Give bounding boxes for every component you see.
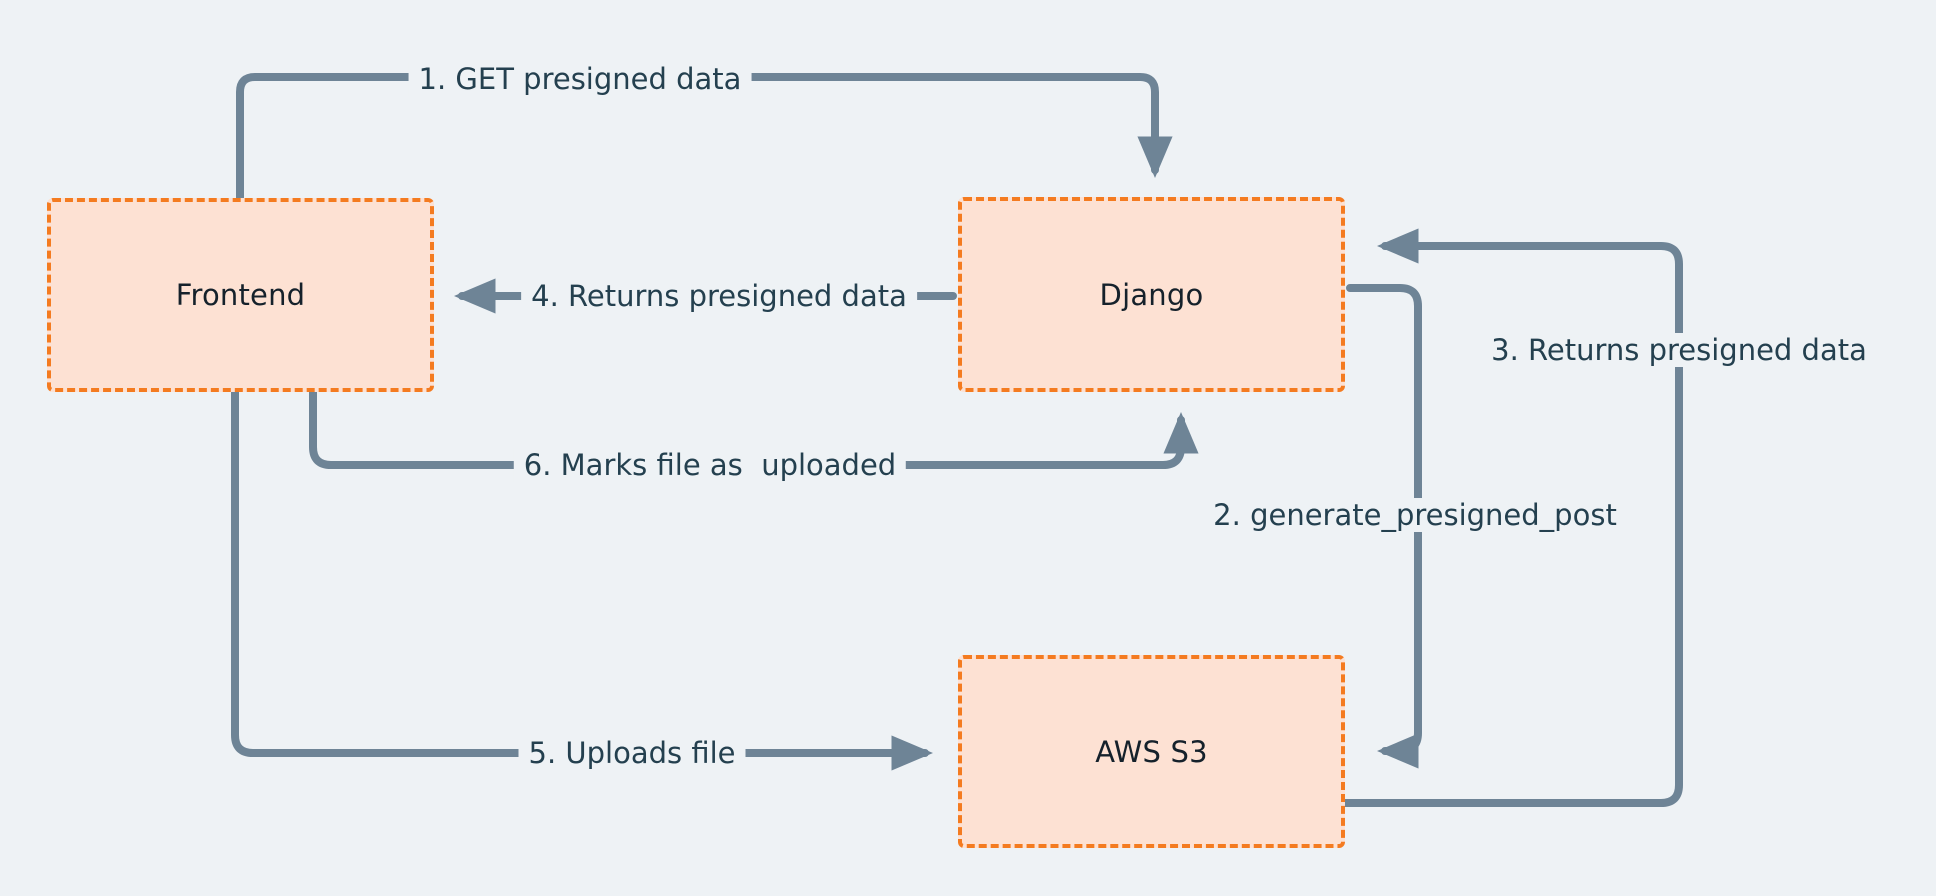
edge-label-4: 4. Returns presigned data [521,279,917,313]
edge-path-3 [1341,228,1683,807]
edge-label-2: 2. generate_presigned_post [1203,498,1627,532]
node-frontend[interactable]: Frontend [47,198,434,392]
node-aws-s3[interactable]: AWS S3 [958,655,1345,848]
node-django-label: Django [1099,277,1204,312]
node-frontend-label: Frontend [175,278,306,312]
node-django[interactable]: Django [958,197,1345,392]
node-aws-s3-label: AWS S3 [1095,734,1208,769]
edge-label-1: 1. GET presigned data [408,62,752,96]
edge-path-5 [231,388,934,771]
edge-label-3: 3. Returns presigned data [1481,333,1877,367]
edge-label-5: 5. Uploads file [518,736,746,770]
edge-label-6: 6. Marks file as uploaded [513,448,907,482]
